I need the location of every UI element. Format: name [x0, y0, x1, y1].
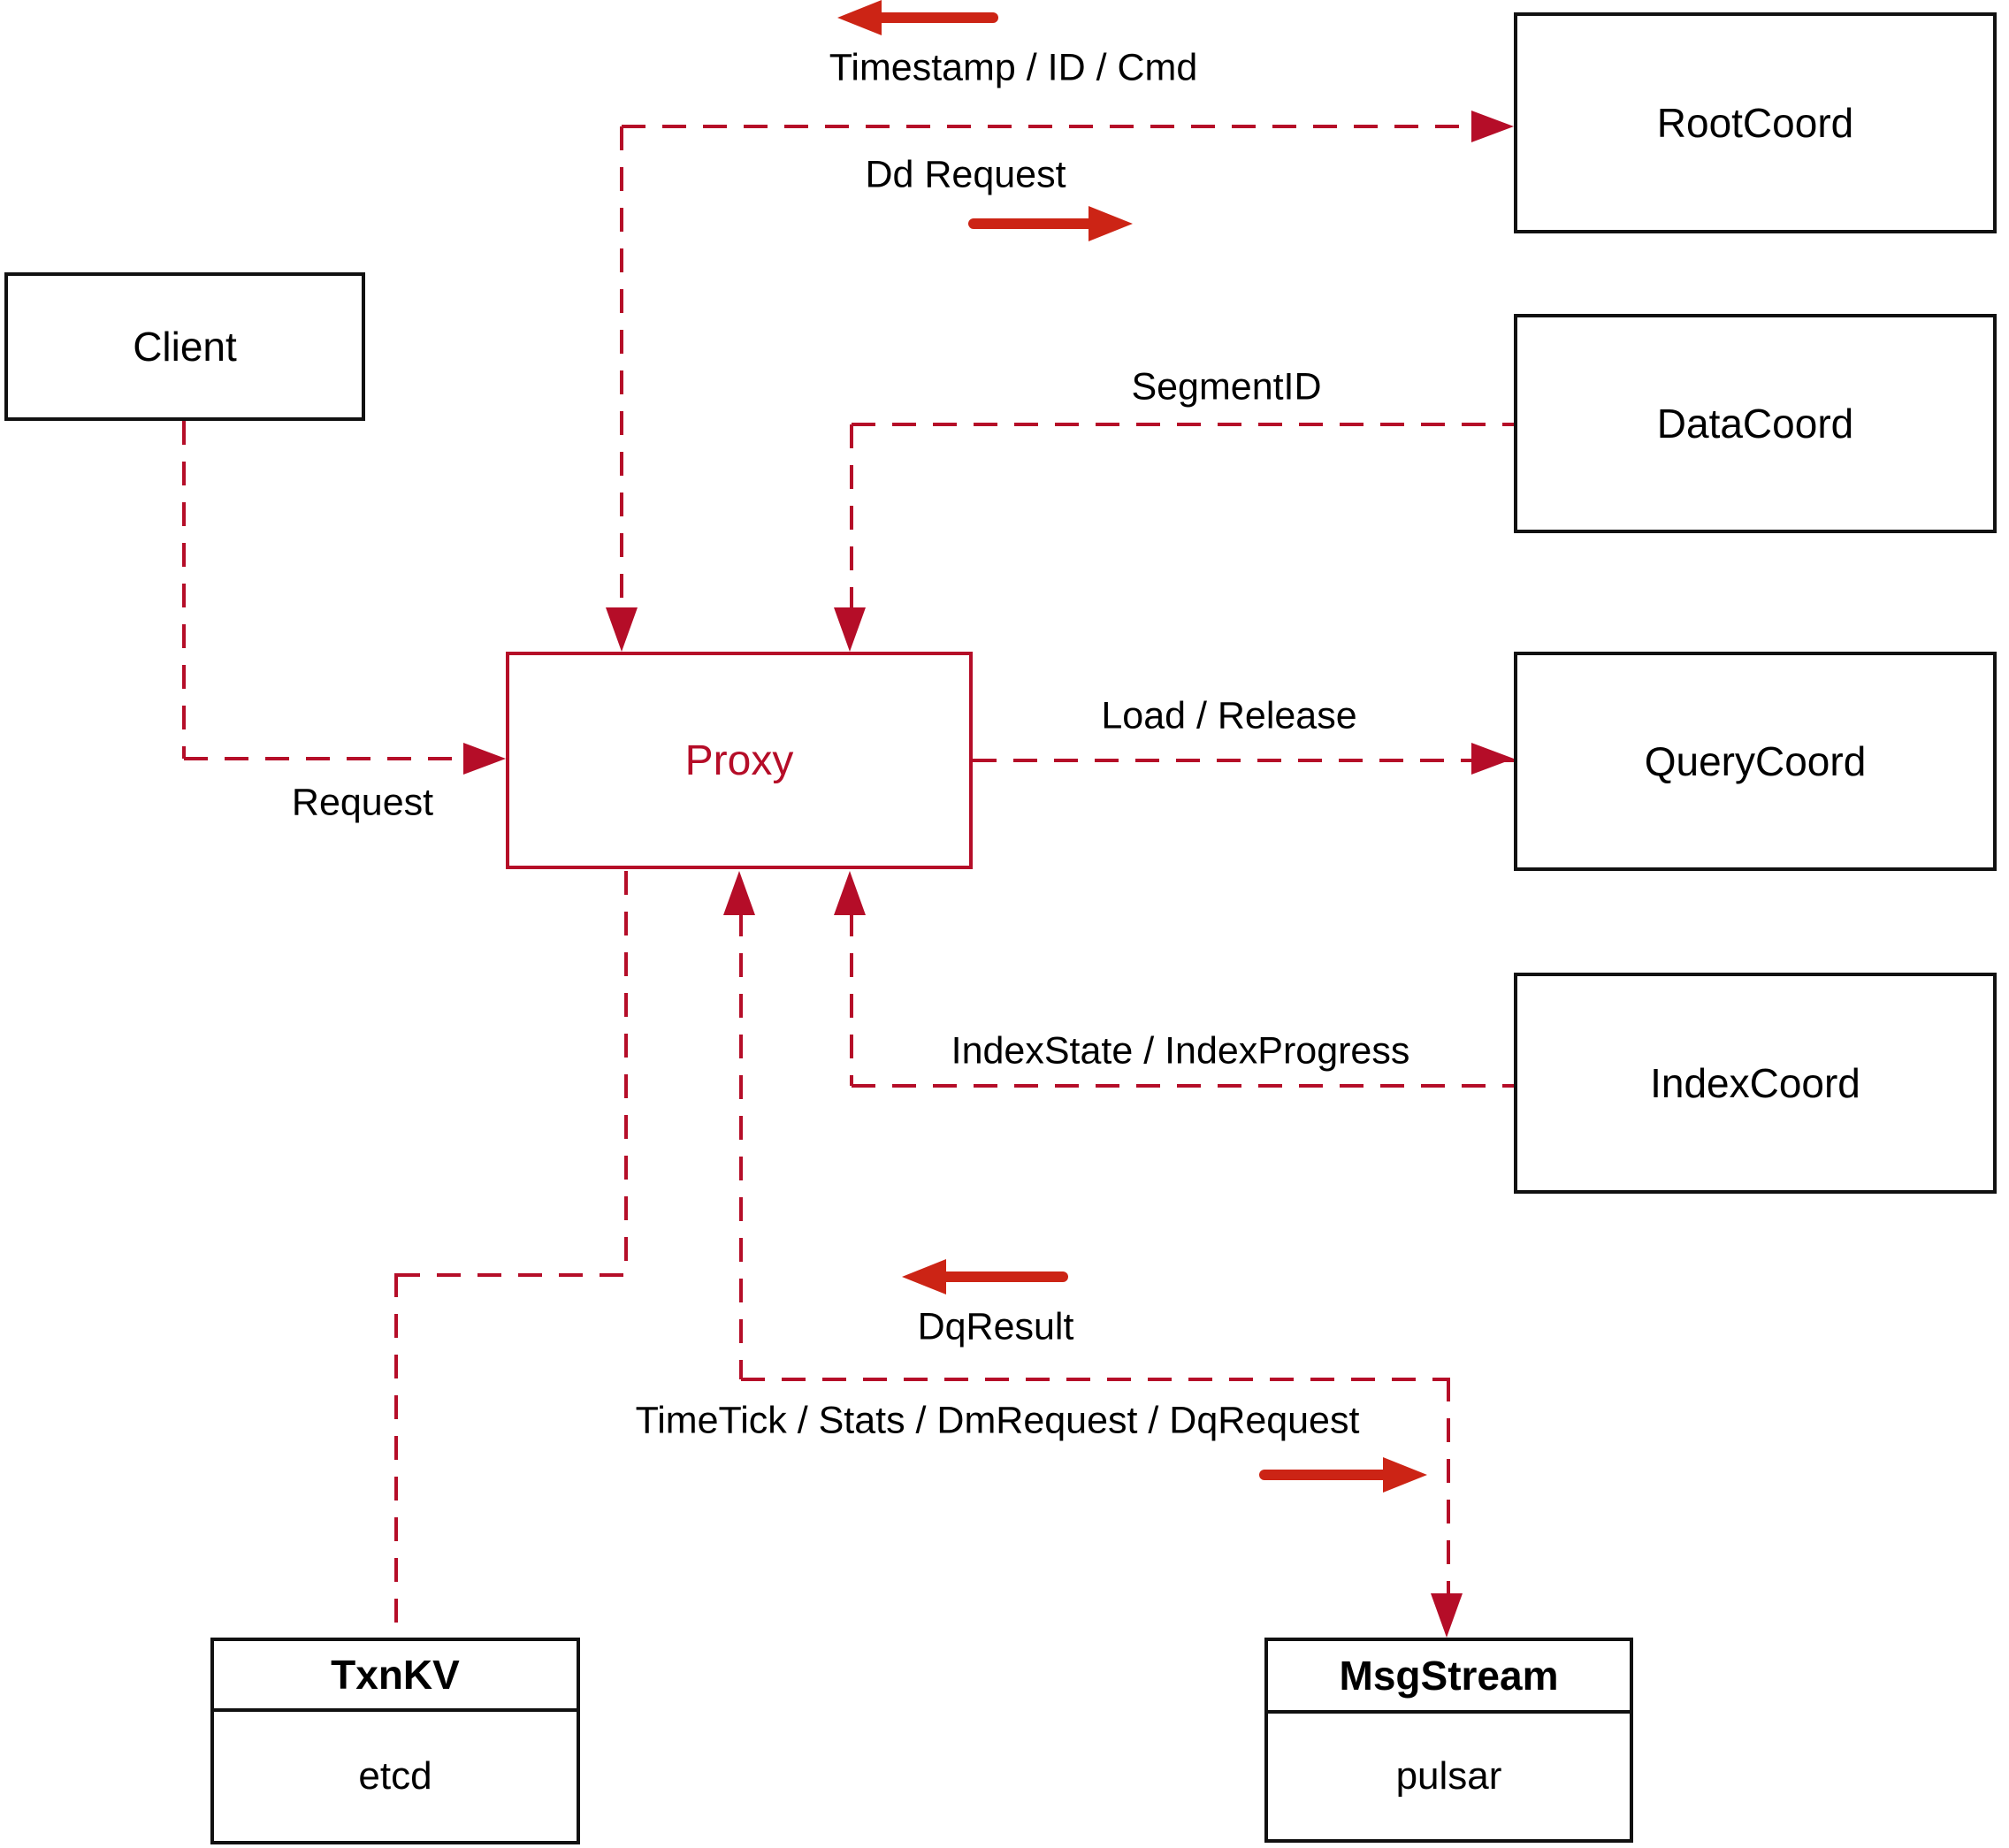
edge-label-request: Request [291, 781, 434, 824]
edge-label-timetick-stats: TimeTick / Stats / DmRequest / DqRequest [635, 1399, 1360, 1442]
arrowhead-down-icon [834, 607, 866, 652]
arrowhead-right-icon [1471, 743, 1514, 775]
arrowhead-up-icon [723, 871, 755, 915]
node-rootcoord: RootCoord [1514, 12, 1997, 233]
edge-label-index-state-progress: IndexState / IndexProgress [951, 1029, 1410, 1073]
node-indexcoord-label: IndexCoord [1650, 1060, 1860, 1106]
connector-proxy-msgstream-vertical-lower [1447, 1378, 1450, 1595]
node-proxy: Proxy [506, 652, 973, 869]
node-indexcoord: IndexCoord [1514, 973, 1997, 1194]
arrowhead-right-icon [1471, 111, 1514, 142]
arrow-right-icon [1259, 1457, 1427, 1493]
arrow-head [837, 0, 882, 35]
connector-proxy-querycoord [973, 759, 1514, 762]
connector-proxy-rootcoord-vertical [620, 126, 623, 622]
node-querycoord: QueryCoord [1514, 652, 1997, 871]
arrowhead-up-icon [834, 871, 866, 915]
connector-proxy-txnkv-horizontal [396, 1273, 626, 1277]
node-msgstream: MsgStream pulsar [1264, 1638, 1633, 1843]
arrow-shaft [939, 1271, 1068, 1282]
node-querycoord-label: QueryCoord [1644, 738, 1867, 784]
connector-proxy-rootcoord-horizontal [622, 125, 1514, 128]
arrow-shaft [1259, 1470, 1390, 1480]
node-client-label: Client [133, 324, 237, 370]
arrow-left-icon [837, 0, 998, 35]
edge-label-dd-request: Dd Request [865, 153, 1066, 196]
arrow-left-icon [902, 1259, 1068, 1294]
connector-indexcoord-proxy-vertical [850, 913, 853, 1086]
connector-proxy-msgstream-vertical-upper [739, 913, 743, 1379]
node-txnkv-title: TxnKV [214, 1641, 577, 1712]
arrow-shaft [968, 218, 1096, 229]
edge-label-segment-id: SegmentID [1131, 365, 1322, 409]
connector-datacoord-proxy-horizontal [852, 423, 1514, 426]
arrow-right-icon [968, 206, 1133, 241]
edge-label-load-release: Load / Release [1101, 694, 1357, 737]
node-client: Client [4, 272, 365, 421]
arrowhead-down-icon [606, 607, 638, 652]
connector-proxy-msgstream-horizontal [741, 1378, 1450, 1381]
node-txnkv: TxnKV etcd [210, 1638, 580, 1844]
arrow-head [902, 1259, 946, 1294]
node-rootcoord-label: RootCoord [1656, 100, 1854, 146]
arrow-head [1383, 1457, 1427, 1493]
connector-indexcoord-proxy-horizontal [852, 1084, 1514, 1088]
node-datacoord: DataCoord [1514, 314, 1997, 533]
arrow-shaft [875, 12, 998, 23]
node-msgstream-subtitle: pulsar [1395, 1754, 1502, 1798]
node-datacoord-label: DataCoord [1656, 401, 1854, 447]
edge-label-timestamp-id-cmd: Timestamp / ID / Cmd [829, 46, 1198, 89]
arrowhead-right-icon [463, 743, 506, 775]
connector-client-proxy-horizontal [184, 757, 506, 760]
node-txnkv-subtitle: etcd [358, 1754, 432, 1798]
arrow-head [1089, 206, 1133, 241]
connector-proxy-txnkv-vertical-lower [394, 1273, 398, 1638]
connector-datacoord-proxy-vertical [850, 424, 853, 610]
connector-proxy-txnkv-vertical-upper [624, 871, 628, 1275]
node-proxy-label: Proxy [684, 737, 794, 784]
edge-label-dq-result: DqResult [917, 1305, 1074, 1348]
node-msgstream-title: MsgStream [1268, 1641, 1630, 1714]
connector-client-proxy-vertical [182, 421, 186, 759]
arrowhead-down-icon [1431, 1593, 1463, 1638]
